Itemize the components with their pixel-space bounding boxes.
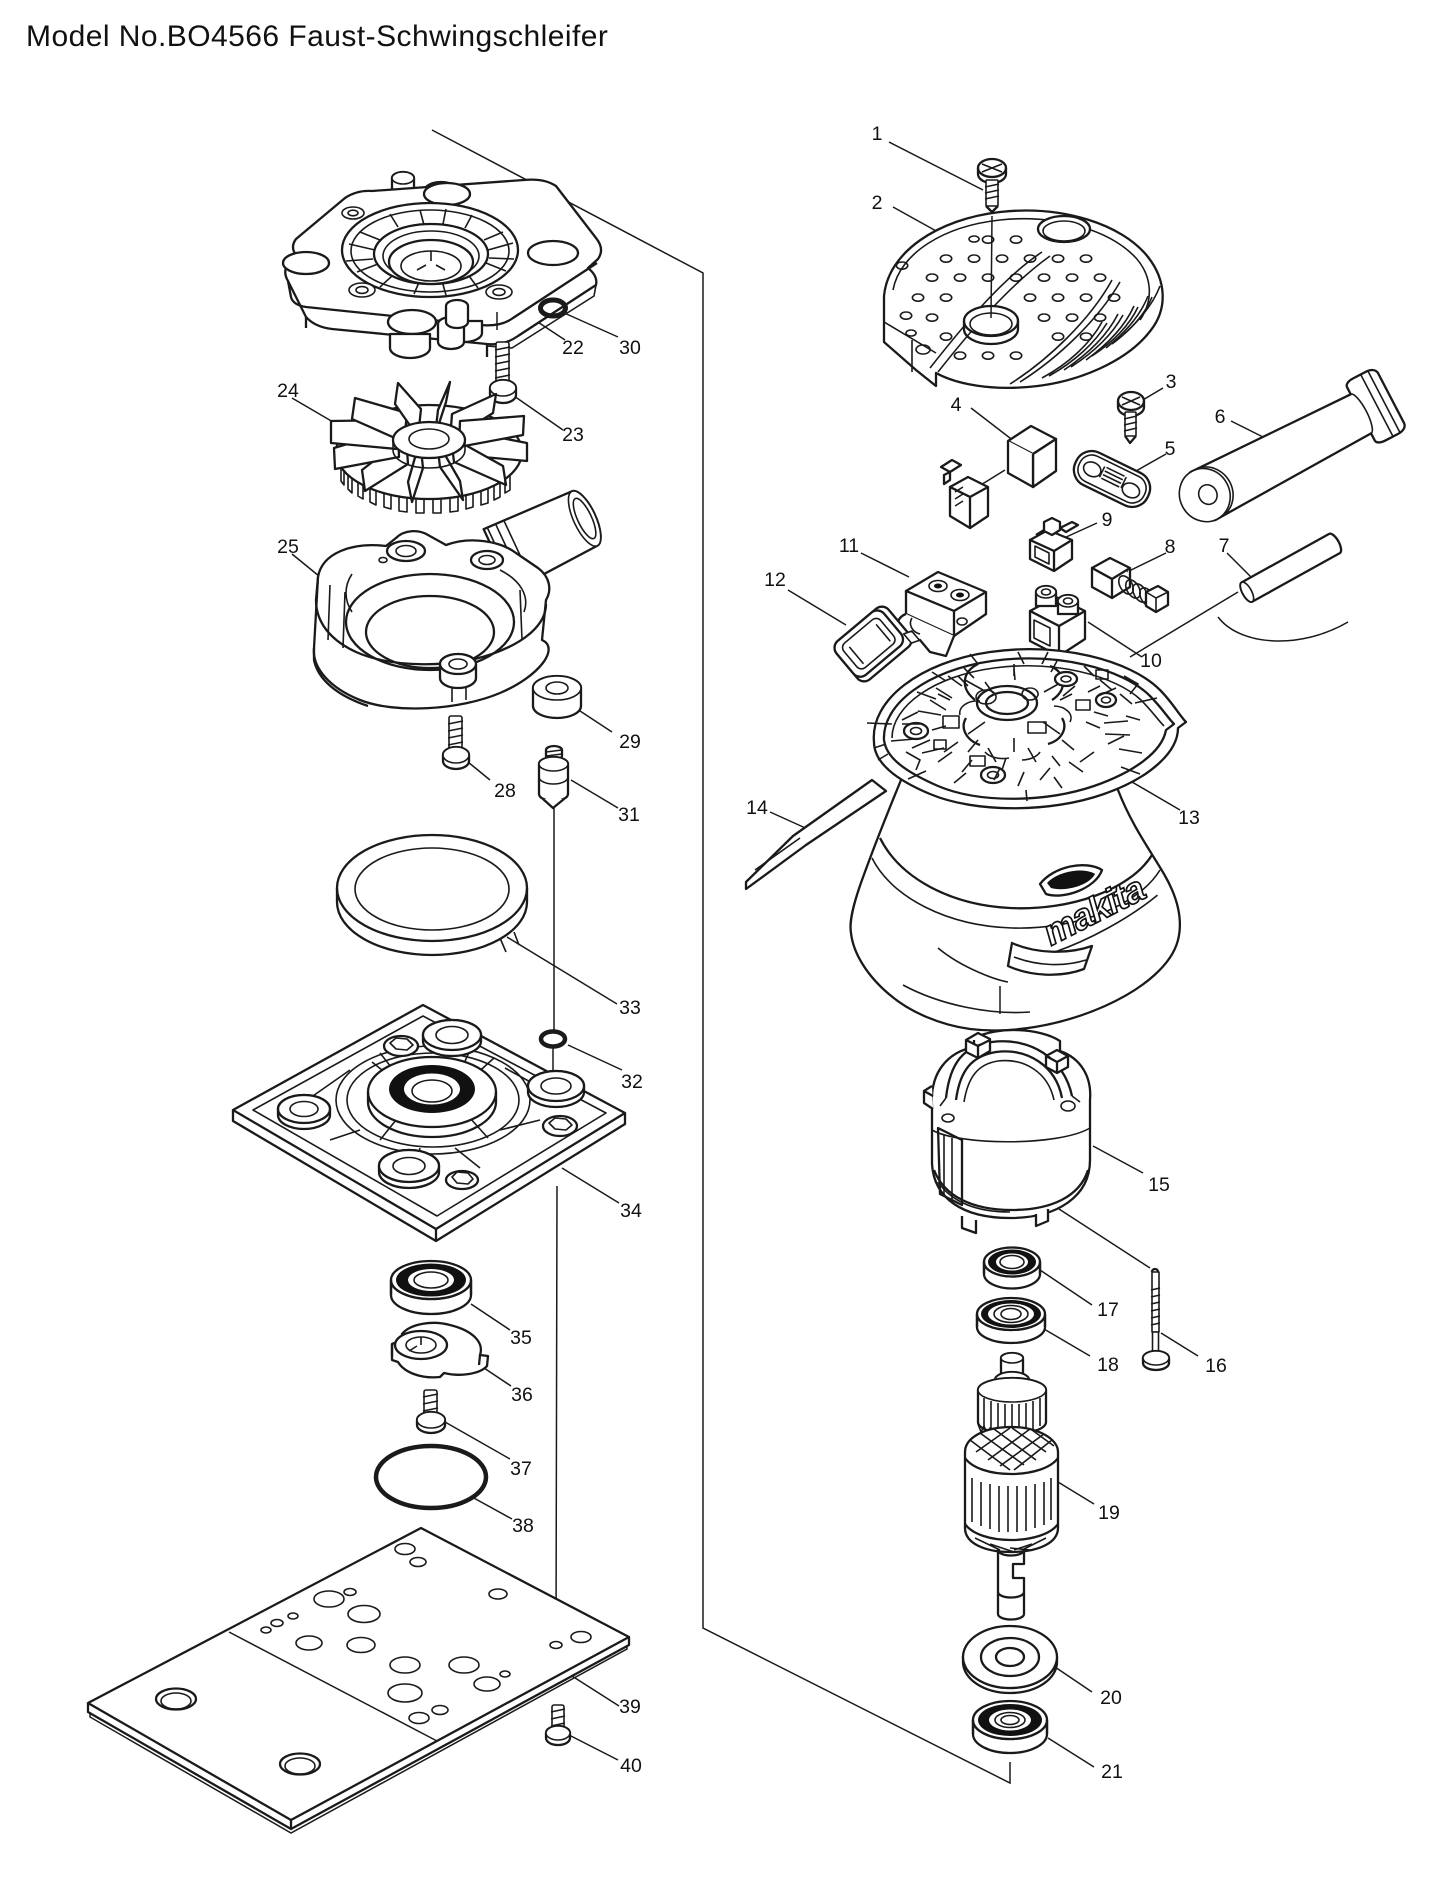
- svg-text:28: 28: [494, 780, 516, 802]
- svg-text:40: 40: [620, 1755, 642, 1777]
- svg-text:16: 16: [1205, 1355, 1227, 1377]
- svg-text:8: 8: [1165, 536, 1176, 558]
- svg-text:6: 6: [1215, 406, 1226, 428]
- svg-text:34: 34: [620, 1200, 642, 1222]
- svg-text:23: 23: [562, 424, 584, 446]
- svg-text:7: 7: [1219, 535, 1230, 557]
- svg-text:4: 4: [951, 394, 962, 416]
- svg-text:3: 3: [1166, 371, 1177, 393]
- svg-text:38: 38: [512, 1515, 534, 1537]
- svg-text:22: 22: [562, 337, 584, 359]
- svg-text:12: 12: [764, 569, 786, 591]
- svg-text:9: 9: [1102, 509, 1113, 531]
- svg-text:37: 37: [510, 1458, 532, 1480]
- svg-text:20: 20: [1100, 1687, 1122, 1709]
- svg-text:30: 30: [619, 337, 641, 359]
- svg-text:33: 33: [619, 997, 641, 1019]
- svg-text:32: 32: [621, 1071, 643, 1093]
- svg-text:Model No.BO4566 Faust-Schwings: Model No.BO4566 Faust-Schwingschleifer: [26, 20, 608, 53]
- svg-text:31: 31: [618, 804, 640, 826]
- svg-text:2: 2: [872, 192, 883, 214]
- svg-text:18: 18: [1097, 1354, 1119, 1376]
- svg-text:29: 29: [619, 731, 641, 753]
- svg-text:11: 11: [839, 535, 859, 557]
- svg-text:19: 19: [1098, 1502, 1120, 1524]
- svg-text:24: 24: [277, 380, 299, 402]
- svg-text:1: 1: [872, 123, 883, 145]
- svg-text:39: 39: [619, 1696, 641, 1718]
- svg-text:35: 35: [510, 1327, 532, 1349]
- svg-text:17: 17: [1097, 1299, 1119, 1321]
- svg-text:36: 36: [511, 1384, 533, 1406]
- svg-text:15: 15: [1148, 1174, 1170, 1196]
- svg-text:13: 13: [1178, 807, 1200, 829]
- svg-text:21: 21: [1101, 1761, 1123, 1783]
- svg-text:10: 10: [1140, 650, 1162, 672]
- svg-text:5: 5: [1165, 438, 1176, 460]
- svg-text:14: 14: [746, 797, 768, 819]
- svg-text:25: 25: [277, 536, 299, 558]
